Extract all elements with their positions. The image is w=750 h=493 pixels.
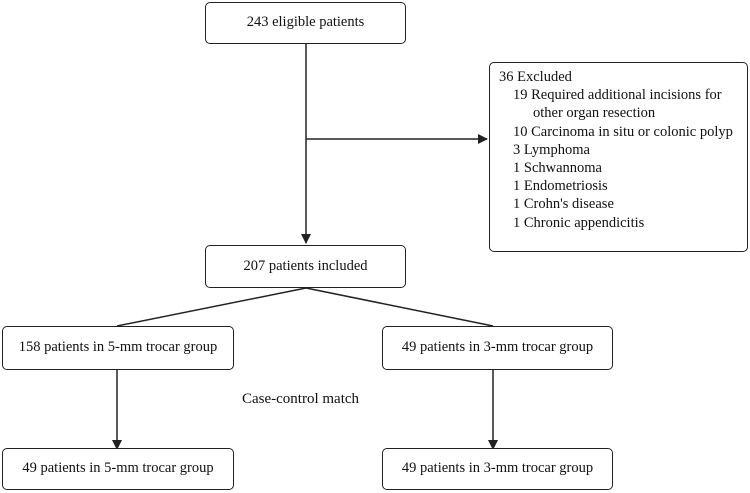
excluded-item: 1 Chronic appendicitis <box>513 214 645 231</box>
excluded-box: 36 Excluded 19 Required additional incis… <box>489 62 748 252</box>
group-3mm-initial-box: 49 patients in 3-mm trocar group <box>382 326 613 370</box>
group-3mm-initial-label: 49 patients in 3-mm trocar group <box>401 339 594 356</box>
excluded-item: 10 Carcinoma in situ or colonic polyp <box>513 123 733 140</box>
eligible-patients-label: 243 eligible patients <box>246 14 365 31</box>
excluded-item: 19 Required additional incisions for <box>513 87 722 104</box>
group-3mm-matched-label: 49 patients in 3-mm trocar group <box>401 460 594 477</box>
included-patients-box: 207 patients included <box>205 245 406 288</box>
excluded-title: 36 Excluded <box>499 69 572 85</box>
group-5mm-matched-label: 49 patients in 5-mm trocar group <box>22 460 214 477</box>
excluded-item: other organ resection <box>533 105 656 122</box>
group-5mm-matched-box: 49 patients in 5-mm trocar group <box>2 448 234 490</box>
split-line-left <box>116 287 307 327</box>
excluded-item: 3 Lymphoma <box>513 141 590 158</box>
group-5mm-initial-label: 158 patients in 5-mm trocar group <box>18 339 218 356</box>
group-3mm-matched-box: 49 patients in 3-mm trocar group <box>382 448 613 490</box>
eligible-patients-box: 243 eligible patients <box>205 2 406 44</box>
excluded-item: 1 Schwannoma <box>513 160 602 177</box>
split-line-right <box>305 287 494 327</box>
excluded-item: 1 Endometriosis <box>513 178 608 195</box>
group-5mm-initial-box: 158 patients in 5-mm trocar group <box>2 326 234 370</box>
case-control-match-label: Case-control match <box>242 391 360 407</box>
excluded-item: 1 Crohn's disease <box>513 196 614 213</box>
included-patients-label: 207 patients included <box>243 257 368 274</box>
